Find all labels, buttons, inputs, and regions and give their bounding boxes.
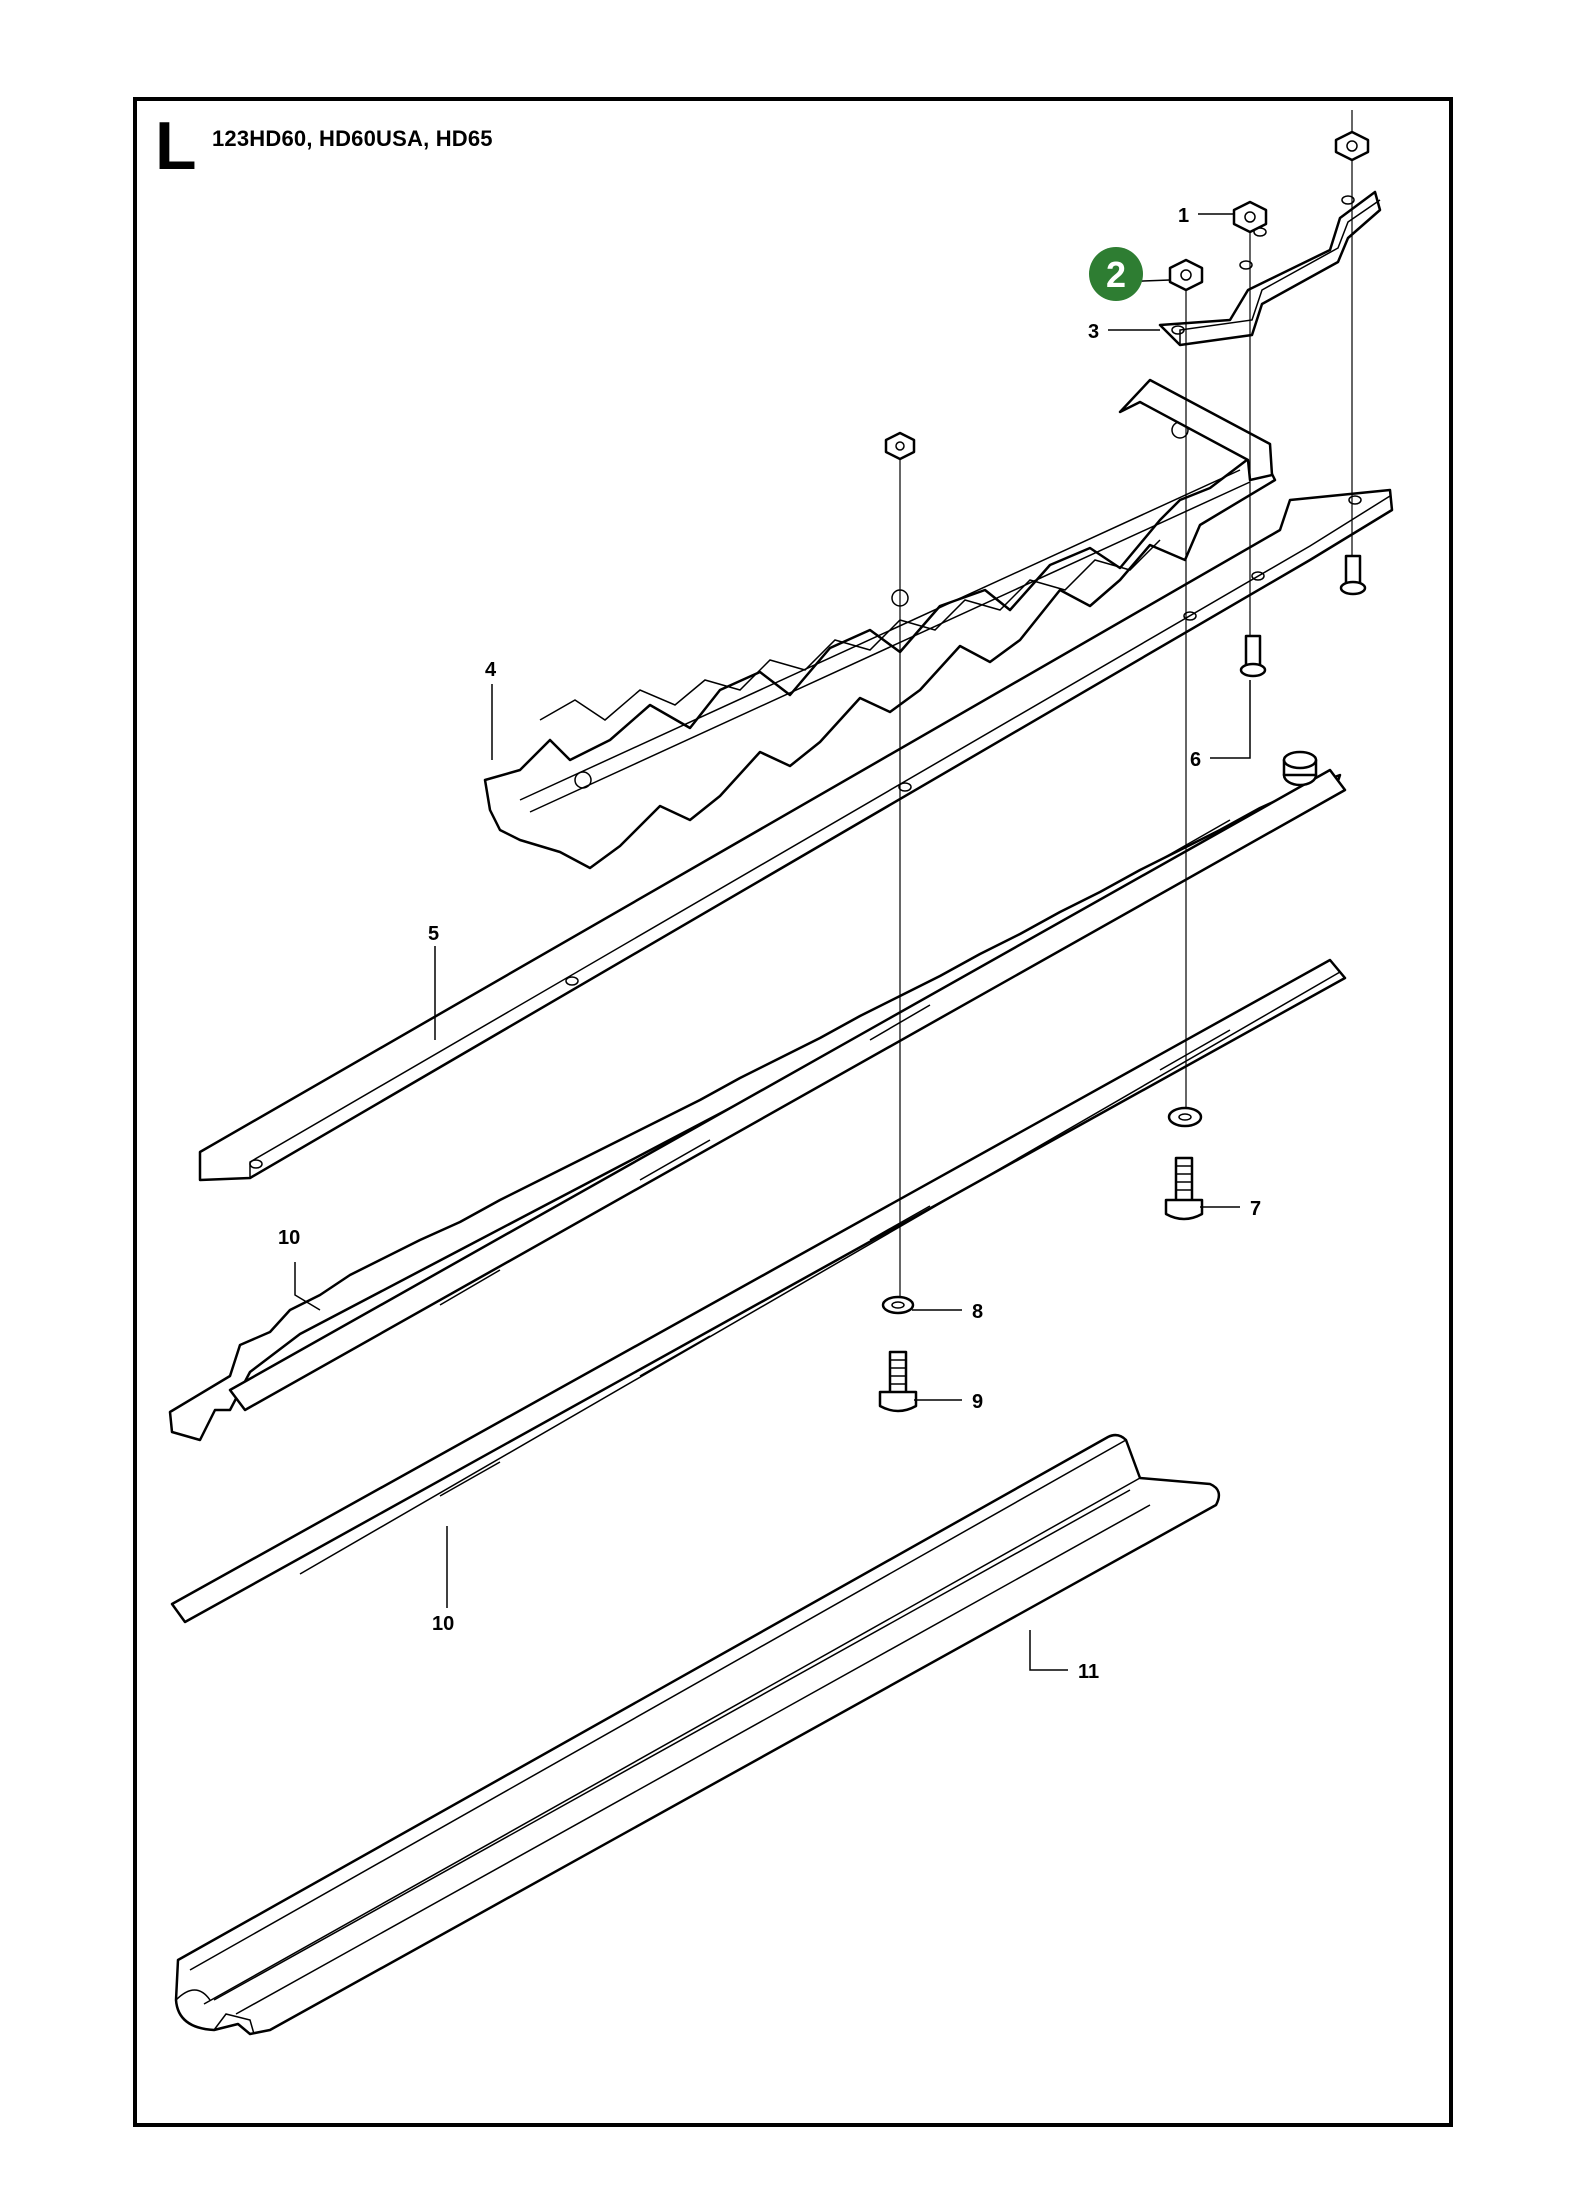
part-2-nut[interactable] bbox=[1168, 258, 1204, 292]
model-title: 123HD60, HD60USA, HD65 bbox=[212, 126, 493, 151]
part-3-bracket[interactable] bbox=[1158, 190, 1382, 347]
callout-10-lower: 10 bbox=[432, 1613, 454, 1635]
rivet-head[interactable] bbox=[1282, 750, 1318, 787]
highlight-badge-2[interactable]: 2 bbox=[1089, 247, 1143, 301]
assembly-axes bbox=[899, 110, 1353, 1296]
part-11-blade-guard[interactable] bbox=[174, 1433, 1221, 2036]
callout-1: 1 bbox=[1178, 205, 1189, 227]
badge-number: 2 bbox=[1106, 254, 1126, 295]
nut-top-right[interactable] bbox=[1334, 130, 1370, 162]
callout-labels: 1 3 4 5 6 7 8 9 10 10 11 bbox=[278, 205, 1261, 1683]
callout-6: 6 bbox=[1190, 749, 1201, 771]
callout-10-upper: 10 bbox=[278, 1227, 300, 1249]
washer-7[interactable] bbox=[1167, 1106, 1203, 1128]
callout-8: 8 bbox=[972, 1301, 983, 1323]
part-1-nut[interactable] bbox=[1232, 200, 1268, 234]
part-8-washer[interactable] bbox=[881, 1295, 915, 1315]
nut-left[interactable] bbox=[884, 431, 916, 461]
callout-4: 4 bbox=[485, 659, 497, 681]
part-10-upper-blade-body bbox=[228, 768, 1347, 1412]
screw-top-right[interactable] bbox=[1339, 554, 1367, 596]
section-letter: L bbox=[155, 108, 197, 184]
part-7-screw[interactable] bbox=[1164, 1156, 1204, 1221]
part-10-lower-blade[interactable] bbox=[170, 958, 1347, 1624]
diagram-frame bbox=[133, 97, 1453, 2127]
callout-3: 3 bbox=[1088, 321, 1099, 343]
callout-7: 7 bbox=[1250, 1198, 1261, 1220]
callout-9: 9 bbox=[972, 1391, 983, 1413]
part-4-guide-plate[interactable] bbox=[483, 378, 1277, 870]
part-5-support-bar[interactable] bbox=[198, 488, 1394, 1182]
callout-11: 11 bbox=[1078, 1661, 1099, 1683]
part-6-screw[interactable] bbox=[1239, 634, 1267, 678]
callout-5: 5 bbox=[428, 923, 439, 945]
callout-leaders bbox=[294, 213, 1251, 1671]
part-9-screw[interactable] bbox=[878, 1350, 918, 1413]
